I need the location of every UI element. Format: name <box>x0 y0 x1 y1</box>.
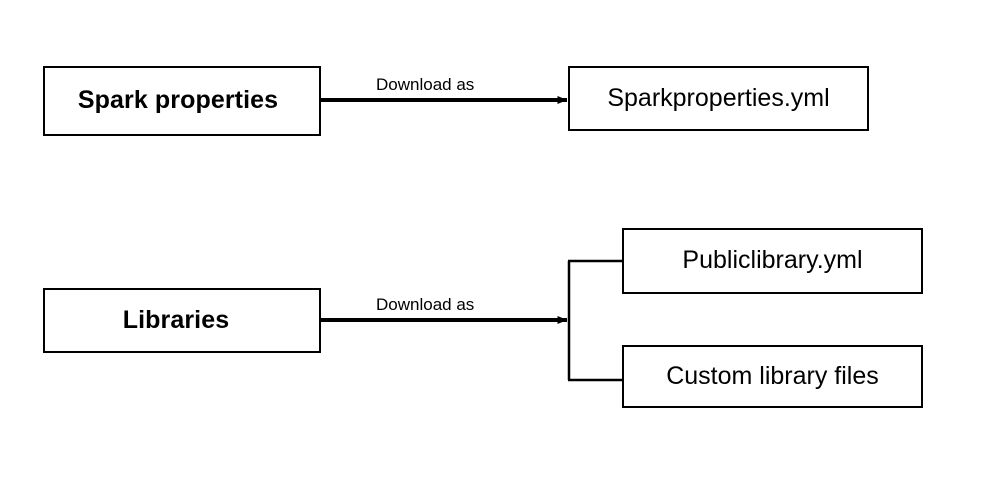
edge-label-libraries-to-outputs: Download as <box>376 295 475 314</box>
node-sparkproperties-yml[interactable]: Sparkproperties.yml <box>568 66 869 131</box>
edge-label-spark-to-yml: Download as <box>376 75 475 94</box>
node-custom-library-files[interactable]: Custom library files <box>622 345 923 408</box>
node-libraries[interactable]: Libraries <box>43 288 321 353</box>
node-libraries-label: Libraries <box>122 305 230 334</box>
node-publiclibrary-yml-label: Publiclibrary.yml <box>682 246 863 275</box>
node-sparkproperties-yml-label: Sparkproperties.yml <box>607 83 830 112</box>
node-custom-library-files-label: Custom library files <box>666 361 879 390</box>
node-spark-properties[interactable]: Spark properties <box>43 66 321 136</box>
node-spark-properties-label: Spark properties <box>77 86 279 115</box>
node-publiclibrary-yml[interactable]: Publiclibrary.yml <box>622 228 923 294</box>
